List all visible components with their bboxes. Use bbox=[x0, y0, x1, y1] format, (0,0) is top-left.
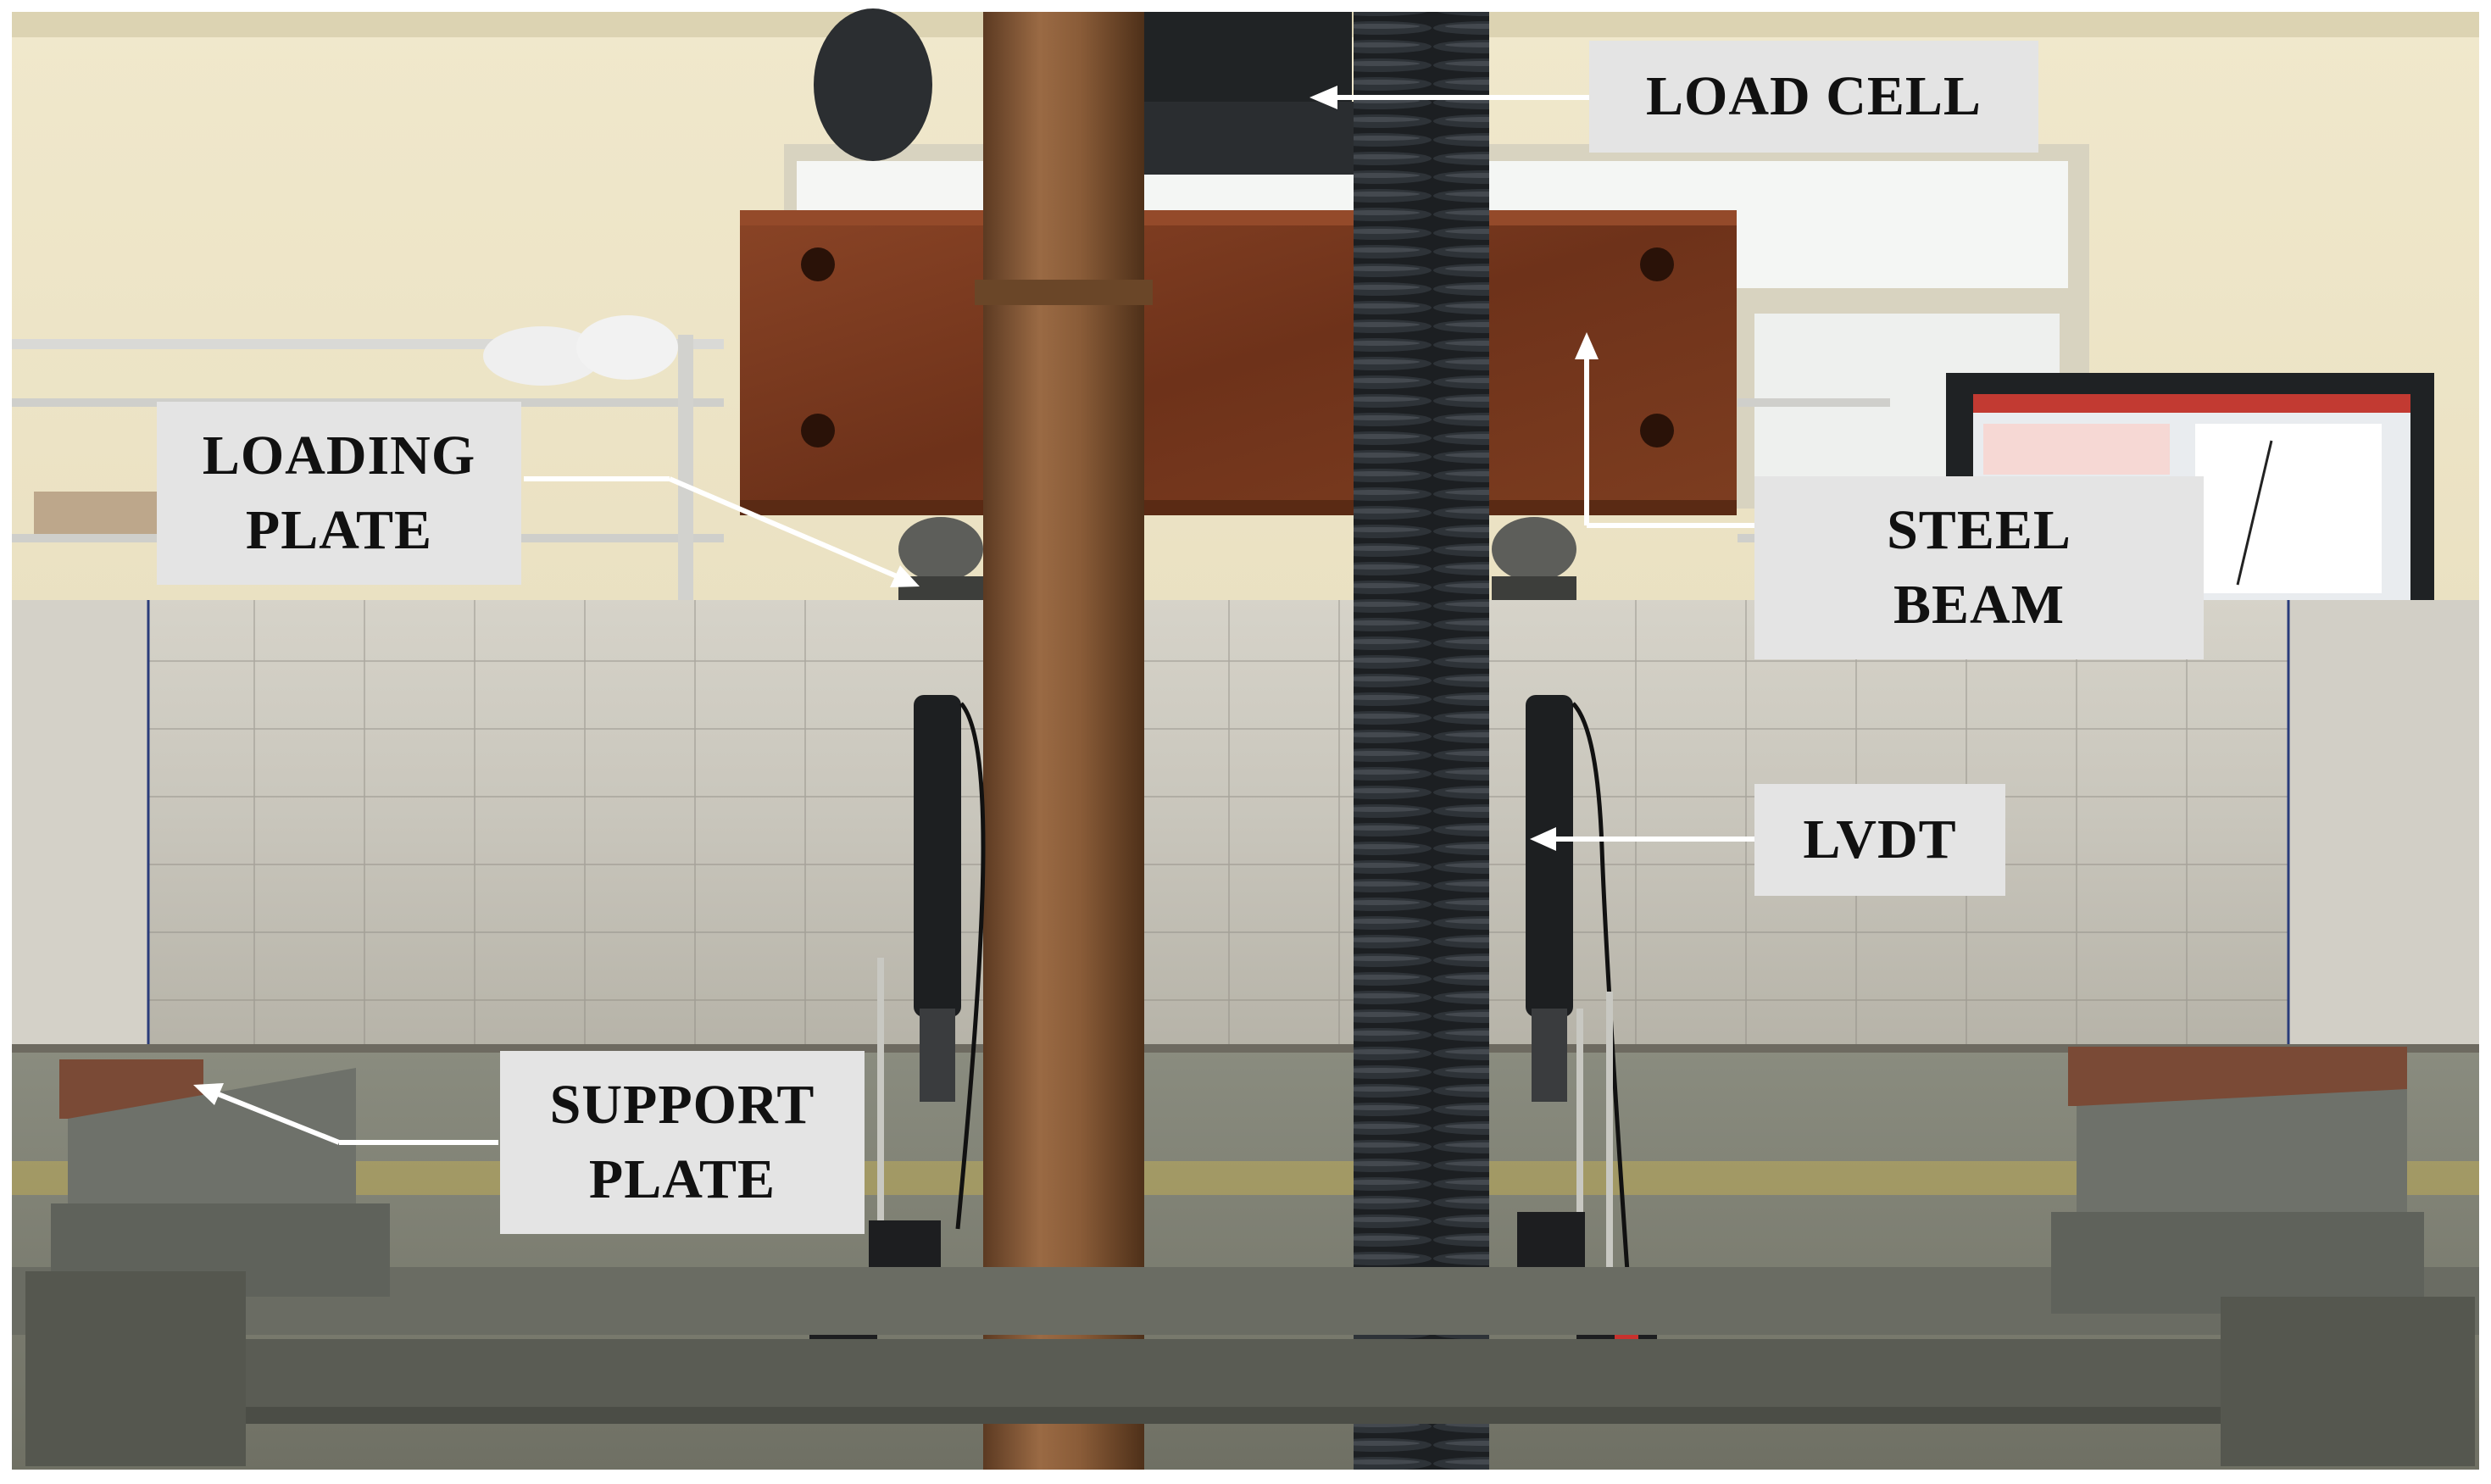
loading-plate-text-line2: PLATE bbox=[245, 499, 433, 561]
support-plate-text-line1: SUPPORT bbox=[549, 1074, 815, 1136]
steel-beam-label: STEEL BEAM bbox=[1754, 476, 2204, 659]
lvdt-text: LVDT bbox=[1803, 809, 1957, 870]
loading-plate-text-line1: LOADING bbox=[202, 425, 476, 486]
support-plate-text-line2: PLATE bbox=[588, 1148, 776, 1210]
lvdt-label: LVDT bbox=[1754, 784, 2005, 896]
load-cell-label: LOAD CELL bbox=[1589, 41, 2038, 153]
steel-beam-text-line1: STEEL bbox=[1887, 499, 2071, 561]
loading-plate-label: LOADING PLATE bbox=[157, 402, 521, 585]
steel-beam-text-line2: BEAM bbox=[1893, 574, 2065, 636]
load-cell-text: LOAD CELL bbox=[1646, 65, 1982, 127]
support-plate-label: SUPPORT PLATE bbox=[500, 1051, 865, 1234]
